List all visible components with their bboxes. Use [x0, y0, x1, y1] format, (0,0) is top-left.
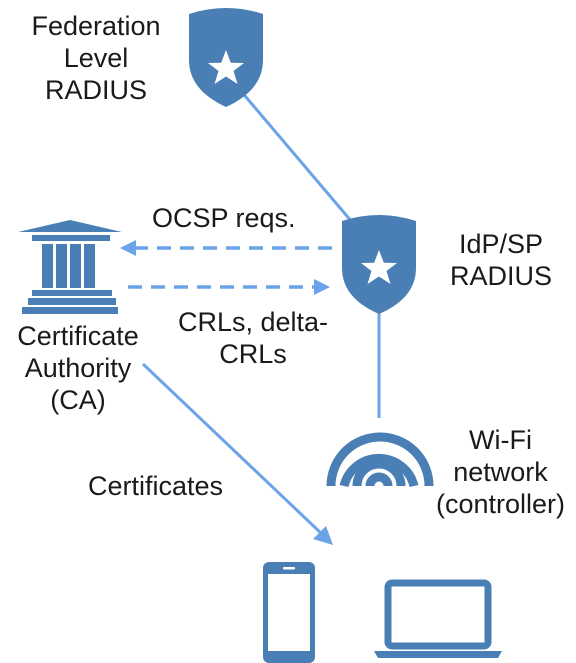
federation-label-line-3: RADIUS [44, 75, 147, 105]
laptop-icon [374, 579, 502, 658]
idp-label-line-2: RADIUS [449, 261, 552, 291]
idp-shield-icon [342, 215, 416, 314]
certificates-arrow [141, 362, 325, 537]
ca-label-line-2: Authority [24, 353, 132, 383]
federation-shield-icon [189, 8, 263, 107]
bank-building-icon [18, 220, 122, 314]
ca-label-line-3: (CA) [50, 385, 106, 415]
ocsp-arrowhead [120, 240, 136, 256]
ocsp-label-text: OCSP reqs. [152, 203, 296, 233]
certificates-label-text: Certificates [88, 471, 224, 501]
wifi-label-line-1: Wi-Fi [469, 425, 532, 455]
wifi-label-line-3: (controller) [435, 489, 566, 519]
wifi-label: Wi-Fi network (controller) [425, 424, 576, 520]
crl-label-line-1: CRLs, delta- [177, 307, 329, 337]
ocsp-label: OCSP reqs. [152, 202, 296, 234]
certificates-label: Certificates [88, 470, 223, 502]
crl-arrowhead [314, 279, 330, 295]
certificates-arrowhead [313, 526, 333, 545]
federation-label-line-1: Federation [31, 11, 161, 41]
smartphone-icon [263, 562, 315, 663]
federation-idp-connector [238, 89, 354, 223]
wifi-label-line-2: network [453, 457, 548, 487]
idp-label-line-1: IdP/SP [458, 229, 544, 259]
ca-label: Certificate Authority (CA) [0, 320, 156, 416]
federation-label: Federation Level RADIUS [16, 10, 176, 106]
ca-label-line-1: Certificate [17, 321, 139, 351]
wifi-signal-icon [326, 432, 434, 488]
federation-label-line-2: Level [63, 43, 129, 73]
idp-label: IdP/SP RADIUS [440, 228, 562, 292]
crl-label-line-2: CRLs [219, 339, 287, 369]
crl-label: CRLs, delta- CRLs [168, 306, 338, 370]
